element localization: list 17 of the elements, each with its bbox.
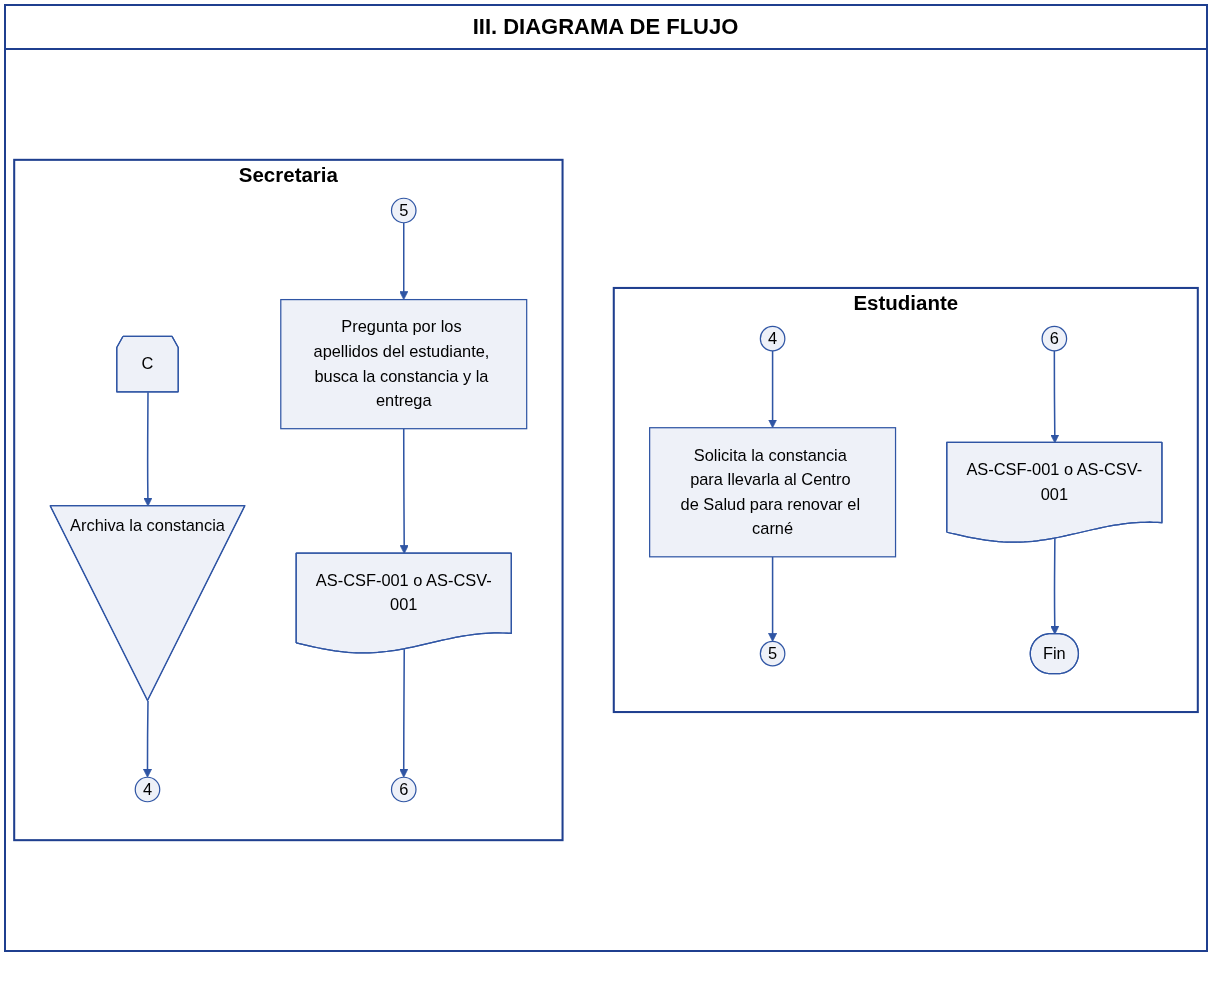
arrow bbox=[142, 700, 152, 778]
node-circle: 4 bbox=[759, 325, 785, 352]
arrow bbox=[142, 391, 152, 507]
arrow bbox=[398, 222, 408, 300]
node-circle: 5 bbox=[390, 197, 417, 224]
arrow bbox=[1049, 537, 1059, 635]
arrow bbox=[399, 427, 409, 554]
node-box: Pregunta por los apellidos del estudiante, busca la constancia y la entrega bbox=[279, 298, 527, 430]
node-box: Solicita la constancia para llevarla al Centro de Salud para renovar el carné bbox=[648, 427, 896, 558]
node-circle: 4 bbox=[134, 776, 160, 803]
arrow bbox=[767, 350, 777, 429]
node-circle: 5 bbox=[759, 640, 785, 667]
node-circle: 6 bbox=[390, 776, 417, 803]
node-circle: 6 bbox=[1041, 325, 1067, 352]
arrow bbox=[398, 648, 408, 778]
arrow bbox=[767, 556, 777, 642]
diagram-title: III. DIAGRAMA DE FLUJO bbox=[5, 6, 1206, 50]
